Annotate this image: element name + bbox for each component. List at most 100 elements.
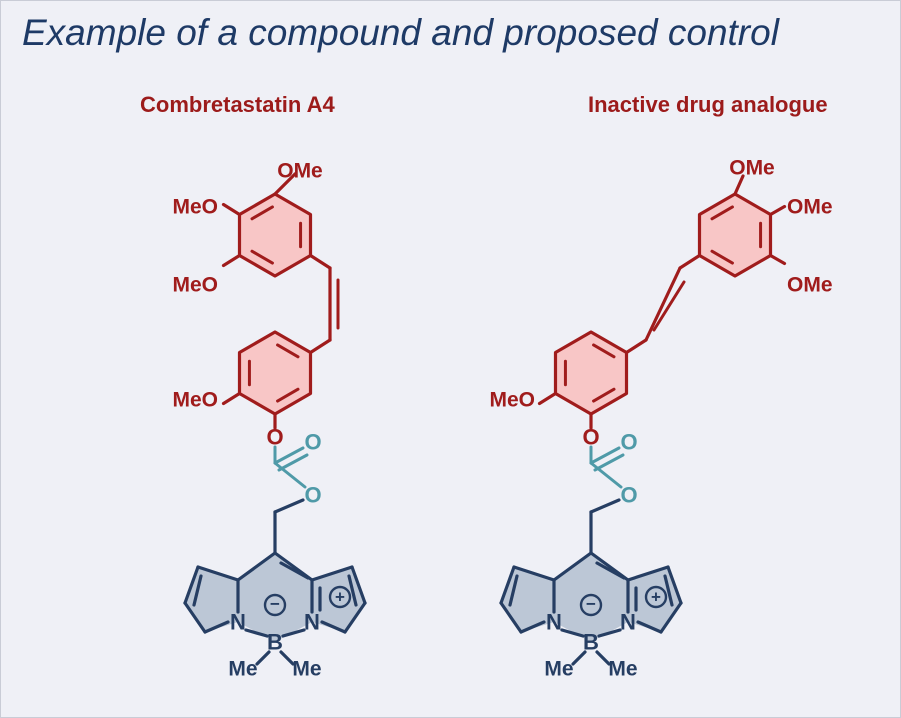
bond-pl-4 <box>519 620 546 634</box>
bond-meo-lower <box>537 391 558 406</box>
meo-middle-label: MeO <box>172 274 218 297</box>
plus-charge-label: + <box>335 588 345 607</box>
bond-ring-alkene-low <box>624 338 648 355</box>
bond-meso-left <box>236 551 277 582</box>
o-link-label: O <box>304 483 321 508</box>
bond-pl-1 <box>196 565 240 582</box>
bond-pl-4 <box>203 620 230 634</box>
meo-upper-label: MeO <box>172 196 218 219</box>
bond-ome-low <box>768 253 787 266</box>
plus-charge-label: + <box>651 588 661 607</box>
ome-top-label: OMe <box>277 160 323 183</box>
bond-carbonate-co <box>273 446 305 465</box>
plus-charge-ring <box>644 585 668 609</box>
ring-trimethoxy-inner-bond-0 <box>250 205 274 221</box>
me-left-label: Me <box>544 658 573 681</box>
bond-carbonate-co-double <box>593 453 625 472</box>
bond-pr-1 <box>310 565 354 582</box>
bond-pl-1 <box>512 565 556 582</box>
bond-carbonate-co-double <box>277 453 309 472</box>
bond-carbonate-oc <box>273 461 307 489</box>
minus-charge-ring <box>263 593 287 617</box>
ring-trimethoxy-inner-bond-0 <box>710 205 734 221</box>
minus-charge-ring <box>579 593 603 617</box>
bond-alkene-inner <box>652 280 686 332</box>
bond-pl-2 <box>499 565 516 605</box>
bond-ome-mid <box>768 204 787 217</box>
compound-title-inactive-analogue: Inactive drug analogue <box>588 92 828 117</box>
ring-trimethoxy-inner-bond-1 <box>250 249 274 265</box>
bond-b-me-left <box>255 650 271 666</box>
double-pr <box>347 574 358 607</box>
o-carbonyl-label: O <box>620 430 637 455</box>
bond-pl-3 <box>183 601 207 634</box>
plus-charge-ring <box>328 585 352 609</box>
bond-ring-alkene-top <box>308 253 332 270</box>
bond-alkene <box>644 266 682 342</box>
bond-nl-b <box>560 628 585 638</box>
bond-b-me-right <box>279 650 295 666</box>
me-right-label: Me <box>608 658 637 681</box>
bond-pr-2 <box>350 565 367 605</box>
bond-nr-b <box>281 628 306 638</box>
bond-nr-b <box>597 628 622 638</box>
me-right-label: Me <box>292 658 321 681</box>
bond-meo-middle <box>221 253 242 268</box>
meo-lower-label: MeO <box>489 389 535 412</box>
bond-pl-3 <box>499 601 523 634</box>
bond-alkene-ring-low <box>308 338 332 355</box>
bond-pr-1 <box>626 565 670 582</box>
bond-ch2-o <box>273 498 305 514</box>
bond-pr-4 <box>636 620 663 634</box>
o-carbonyl-label: O <box>304 430 321 455</box>
n-right-label: N <box>620 610 636 635</box>
n-left-label: N <box>230 610 246 635</box>
minus-charge-label: − <box>586 595 596 614</box>
bond-meso-left <box>552 551 593 582</box>
ring-guaiacol-inner-bond-2 <box>276 343 300 359</box>
ome-top-label: OMe <box>729 157 775 180</box>
bond-meo-upper <box>221 202 242 217</box>
bond-pr-4 <box>320 620 347 634</box>
meo-lower-label: MeO <box>172 389 218 412</box>
compound-title-combretastatin: Combretastatin A4 <box>140 92 335 117</box>
double-meso <box>279 561 310 580</box>
ome-low-label: OMe <box>787 274 833 297</box>
bond-b-me-left <box>571 650 587 666</box>
bond-ome-top <box>733 174 745 196</box>
bond-pl-2 <box>183 565 200 605</box>
me-left-label: Me <box>228 658 257 681</box>
ome-mid-label: OMe <box>787 196 833 219</box>
bodipy-core-fill <box>238 553 312 642</box>
boron-label: B <box>583 630 599 655</box>
bodipy-core-fill <box>554 553 628 642</box>
double-pr <box>663 574 674 607</box>
bond-ome-top <box>273 172 297 196</box>
bond-pr-2 <box>666 565 683 605</box>
double-pl <box>508 574 519 607</box>
page-title: Example of a compound and proposed contr… <box>22 12 779 53</box>
o-link-label: O <box>620 483 637 508</box>
double-pl <box>192 574 203 607</box>
minus-charge-label: − <box>270 595 280 614</box>
ring-guaiacol-inner-bond-1 <box>276 387 300 403</box>
bond-alkene-ring-top <box>678 253 702 270</box>
bond-carbonate-oc <box>589 461 623 489</box>
bond-pr-3 <box>343 601 367 634</box>
o-ester-label: O <box>582 425 599 450</box>
bond-ch2-o <box>589 498 621 514</box>
bond-pr-3 <box>659 601 683 634</box>
ring-guaiacol-inner-bond-2 <box>592 343 616 359</box>
n-left-label: N <box>546 610 562 635</box>
bond-meo-lower <box>221 391 242 406</box>
boron-label: B <box>267 630 283 655</box>
o-ester-label: O <box>266 425 283 450</box>
ring-guaiacol-inner-bond-1 <box>592 387 616 403</box>
bond-nl-b <box>244 628 269 638</box>
bond-carbonate-co <box>589 446 621 465</box>
bond-b-me-right <box>595 650 611 666</box>
